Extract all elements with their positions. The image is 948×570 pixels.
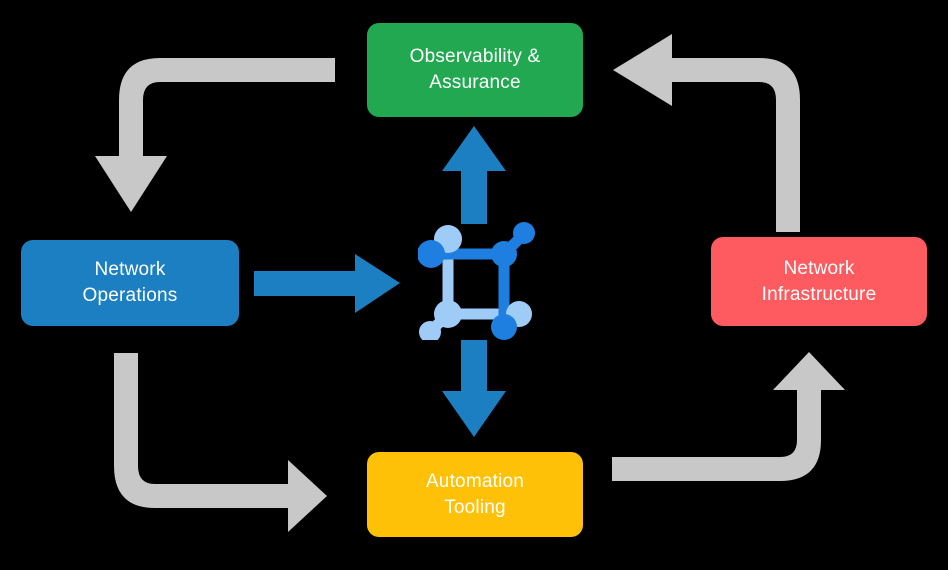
topology-dark-nodes: [418, 222, 535, 340]
node-box-observability[interactable]: Observability & Assurance: [367, 23, 583, 117]
blue-arrow-operations-to-center: [254, 254, 400, 313]
node-box-automation-tooling[interactable]: Automation Tooling: [367, 452, 583, 537]
gray-arrow-operations-to-automation: [114, 353, 327, 532]
node-label-observability: Observability & Assurance: [409, 46, 541, 93]
blue-arrow-center-to-observability: [442, 126, 506, 224]
node-label-network-operations: Network Operations: [82, 259, 178, 306]
node-label-automation-tooling: Automation Tooling: [425, 470, 525, 518]
gray-arrow-observability-to-operations: [95, 58, 335, 212]
node-label-network-infrastructure: Network Infrastructure: [761, 257, 877, 305]
node-box-network-infrastructure[interactable]: Network Infrastructure: [711, 237, 927, 326]
gray-arrow-automation-to-infrastructure: [612, 352, 845, 481]
gray-arrow-infrastructure-to-observability: [613, 34, 800, 232]
node-box-network-operations[interactable]: Network Operations: [21, 240, 239, 326]
network-topology-icon: [418, 222, 535, 340]
blue-arrow-center-to-automation: [442, 340, 506, 437]
